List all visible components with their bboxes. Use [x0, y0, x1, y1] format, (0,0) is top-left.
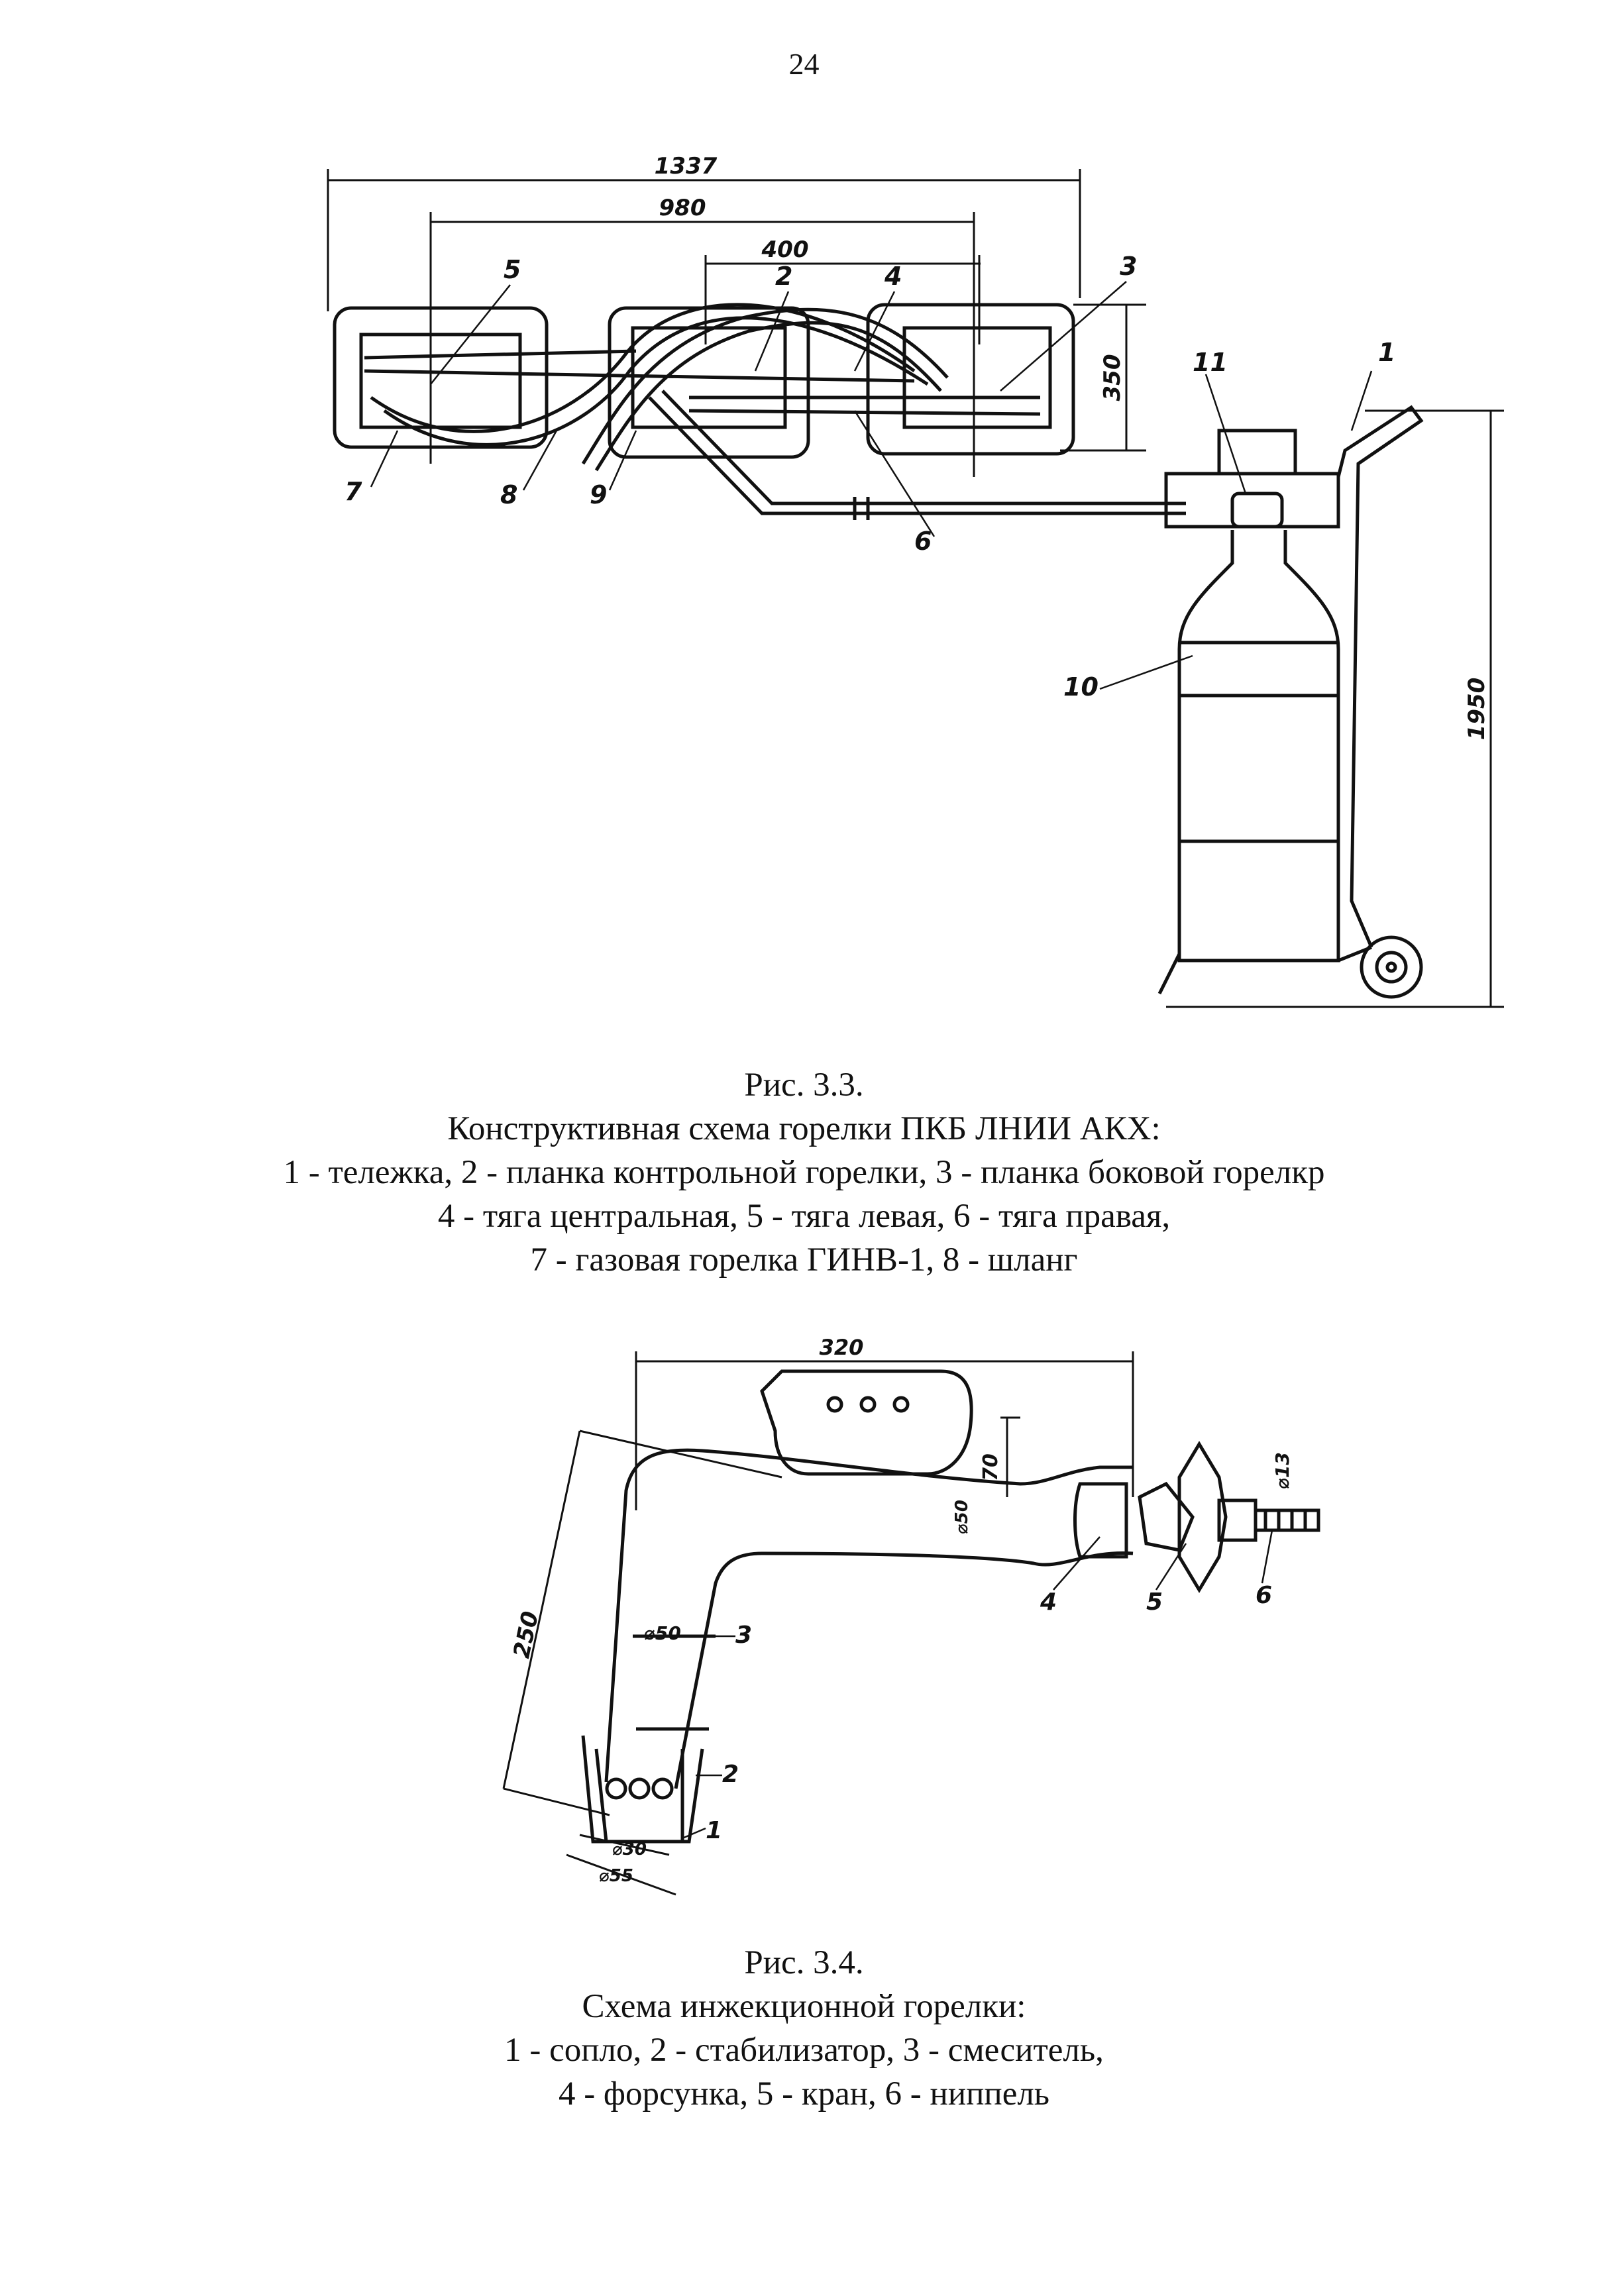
figure-3-4-number: Рис. 3.4.: [744, 1944, 864, 1981]
figure-3-3-title: Конструктивная схема горелки ПКБ ЛНИИ АК…: [447, 1110, 1161, 1147]
dim-pipe-diameter: ⌀50: [644, 1622, 681, 1644]
dim-nipple-diameter: ⌀13: [1271, 1452, 1293, 1489]
callout-11: 11: [1193, 348, 1228, 377]
figure-3-3-number: Рис. 3.3.: [744, 1067, 864, 1104]
figure-3-4-caption: Рис. 3.4. Схема инжекционной горелки: 1 …: [0, 1941, 1608, 2116]
dim-400: 400: [761, 236, 809, 263]
callout-9: 9: [590, 480, 607, 509]
callout-7: 7: [345, 477, 362, 506]
figure-3-4-drawing: 320 70 ⌀50 ⌀50 250 ⌀13 ⌀30 ⌀55 1 2 3 4 5…: [502, 1335, 1320, 1896]
callout-8: 8: [500, 480, 517, 509]
figure-3-3-legend-line-1: 1 - тележка, 2 - планка контрольной горе…: [283, 1154, 1325, 1191]
dim-1950: 1950: [1464, 678, 1490, 741]
figure-3-4-legend-line-2: 4 - форсунка, 5 - кран, 6 - ниппель: [558, 2075, 1050, 2113]
callout-1: 1: [706, 1817, 722, 1844]
callout-3: 3: [1120, 252, 1137, 281]
callout-4: 4: [1040, 1589, 1057, 1616]
figure-3-4-title: Схема инжекционной горелки:: [582, 1988, 1026, 2025]
callout-2: 2: [775, 262, 792, 291]
callout-10: 10: [1063, 672, 1099, 702]
callout-4: 4: [884, 262, 902, 291]
dim-350: 350: [1099, 354, 1126, 401]
dim-980: 980: [659, 195, 706, 221]
callout-2: 2: [722, 1761, 739, 1788]
figure-3-3-caption: Рис. 3.3. Конструктивная схема горелки П…: [0, 1063, 1608, 1282]
dim-nozzle-diameter: ⌀30: [612, 1840, 647, 1859]
callout-5: 5: [504, 255, 521, 284]
page-number: 24: [788, 47, 820, 81]
callout-3: 3: [735, 1622, 752, 1649]
callout-6: 6: [1256, 1582, 1272, 1609]
callout-5: 5: [1146, 1589, 1163, 1616]
dim-70: 70: [979, 1453, 1002, 1481]
figure-3-3-drawing: 1337 980 400 350 1950 1 2 3 4 5 6 7 8 9 …: [327, 153, 1504, 1008]
callout-6: 6: [914, 527, 932, 556]
dim-250: 250: [508, 1609, 544, 1661]
callout-1: 1: [1378, 338, 1395, 367]
dim-body-diameter: ⌀50: [952, 1500, 972, 1534]
figure-3-4-legend-line-1: 1 - сопло, 2 - стабилизатор, 3 - смесите…: [504, 2032, 1104, 2069]
figure-3-3-legend-line-3: 7 - газовая горелка ГИНВ-1, 8 - шланг: [530, 1241, 1078, 1278]
dim-320: 320: [820, 1335, 864, 1360]
dim-1337: 1337: [655, 153, 718, 180]
figure-3-3-legend-line-2: 4 - тяга центральная, 5 - тяга левая, 6 …: [437, 1198, 1171, 1235]
dim-stabilizer-diameter: ⌀55: [599, 1866, 633, 1886]
